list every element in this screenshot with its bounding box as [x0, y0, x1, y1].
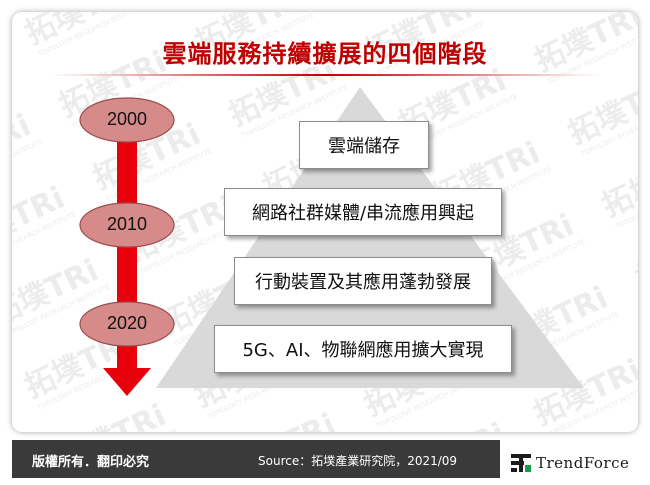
pyramid-shape [156, 87, 584, 388]
trendforce-logo-text: TrendForce [536, 454, 630, 472]
pyramid-level-1: 雲端儲存 [299, 121, 429, 169]
slide-panel: 拓墣 TRi TOPOLOGY RESEARCH INSTITUTE 雲端服務持… [12, 12, 638, 432]
slide-title: 雲端服務持續擴展的四個階段 [162, 39, 488, 68]
footer: 版權所有．翻印必究 Source：拓墣產業研究院，2021/09 TrendFo… [0, 440, 650, 485]
year-oval-2000 [79, 97, 175, 143]
source-text: Source：拓墣產業研究院，2021/09 [258, 454, 458, 468]
title-divider [50, 74, 600, 76]
year-oval-2010 [79, 202, 175, 248]
year-oval-2020 [79, 301, 175, 347]
timeline-arrow-head [103, 368, 151, 396]
pyramid-level-3: 行動裝置及其應用蓬勃發展 [234, 257, 492, 305]
year-label-2020: 2020 [106, 313, 148, 333]
pyramid-level-2: 網路社群媒體/串流應用興起 [224, 188, 502, 236]
copyright-text: 版權所有．翻印必究 [32, 455, 150, 470]
year-label-2000: 2000 [106, 109, 148, 129]
pyramid-level-4: 5G、AI、物聯網應用擴大實現 [214, 325, 512, 373]
trendforce-logo-icon [511, 454, 531, 472]
stage-diagram [79, 87, 584, 396]
footer-bar: 版權所有．翻印必究 Source：拓墣產業研究院，2021/09 [12, 440, 500, 478]
trendforce-logo: TrendForce [510, 450, 629, 476]
year-label-2010: 2010 [106, 214, 148, 234]
